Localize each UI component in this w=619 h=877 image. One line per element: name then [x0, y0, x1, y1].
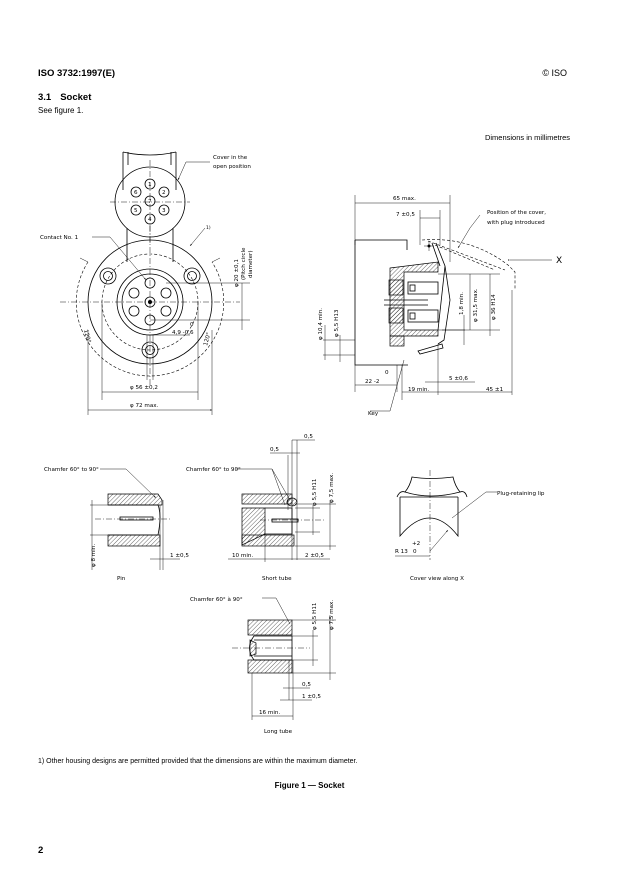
cover-open-label-2: open position [213, 164, 251, 170]
short-tube-caption: Short tube [262, 576, 292, 582]
svg-text:Plug-retaining lip: Plug-retaining lip [497, 491, 545, 497]
svg-text:16 min.: 16 min. [259, 710, 280, 716]
svg-text:with plug introduced: with plug introduced [487, 220, 545, 226]
pin-caption: Pin [117, 576, 126, 582]
svg-text:2: 2 [162, 190, 166, 196]
svg-text:φ 10,4 min.: φ 10,4 min. [318, 308, 324, 340]
svg-text:0: 0 [413, 549, 417, 555]
dia-56: φ 56 ±0,2 [130, 385, 158, 391]
pitch-dim: φ 20 ±0,1 [234, 259, 240, 287]
svg-text:120°: 120° [203, 332, 212, 347]
svg-text:22 -2: 22 -2 [365, 379, 379, 385]
svg-text:φ 8 min.: φ 8 min. [91, 544, 97, 567]
svg-text:2 ±0,5: 2 ±0,5 [305, 553, 324, 559]
svg-text:+2: +2 [412, 541, 420, 547]
dimensions-note: Dimensions in millimetres [484, 133, 570, 142]
svg-text:Chamfer 60° to 90°: Chamfer 60° to 90° [44, 467, 99, 473]
svg-text:0,5: 0,5 [304, 434, 313, 440]
section-title: Socket [60, 92, 92, 103]
front-view: 1 2 3 4 5 6 7 Cover in the open position… [40, 151, 254, 415]
side-view: 65 max. 7 ±0,5 Position of the cover, wi… [318, 195, 562, 417]
cover-view-caption: Cover view along X [410, 576, 464, 582]
svg-text:4: 4 [148, 217, 152, 223]
svg-text:φ 5,5 H11: φ 5,5 H11 [312, 478, 318, 506]
section-number: 3.1 [38, 92, 52, 103]
cover-contacts: 1 2 3 4 5 6 7 [130, 178, 170, 225]
figure-footnote: 1) Other housing designs are permitted p… [38, 758, 358, 765]
svg-text:Position of the cover,: Position of the cover, [487, 210, 546, 216]
contact-no-1-label: Contact No. 1 [40, 235, 79, 241]
svg-text:Chamfer 60° to 90°: Chamfer 60° to 90° [186, 467, 241, 473]
svg-text:0,5: 0,5 [270, 447, 279, 453]
svg-text:1,8 min.: 1,8 min. [459, 292, 465, 315]
long-tube-detail: Chamfer 60° à 90° φ 5,5 H11 φ 7,5 max. 0… [190, 596, 336, 735]
footnote-ref: 1) [206, 225, 211, 231]
svg-text:0: 0 [385, 370, 389, 376]
key-label: Key [368, 411, 379, 417]
svg-text:10 min.: 10 min. [232, 553, 253, 559]
cover-open-label-1: Cover in the [213, 155, 248, 161]
contact-pins [128, 277, 172, 326]
svg-text:0: 0 [190, 322, 194, 328]
svg-text:(Pitch circle: (Pitch circle [241, 247, 247, 280]
svg-text:3: 3 [162, 208, 166, 214]
section-heading: 3.1 Socket [38, 92, 91, 103]
section-body: See figure 1. [38, 106, 84, 115]
svg-text:1: 1 [148, 182, 152, 188]
svg-text:19 min.: 19 min. [408, 387, 429, 393]
view-x-label: X [556, 256, 562, 266]
dia-72: φ 72 max. [130, 403, 159, 409]
svg-text:R 13: R 13 [395, 549, 408, 555]
svg-text:φ 5,5 H11: φ 5,5 H11 [312, 602, 318, 630]
page-number: 2 [38, 845, 44, 856]
svg-text:0,5: 0,5 [302, 682, 311, 688]
svg-text:6: 6 [134, 190, 138, 196]
svg-text:5: 5 [134, 208, 138, 214]
svg-text:diameter): diameter) [248, 250, 254, 278]
svg-text:φ 5,5 H13: φ 5,5 H13 [334, 309, 340, 337]
cover-view-detail: Plug-retaining lip R 13 +2 0 Cover view … [395, 470, 545, 582]
key-width-dim: 4,9 -0,6 [172, 330, 194, 336]
svg-text:φ 31,5 max.: φ 31,5 max. [473, 288, 479, 322]
svg-text:7: 7 [148, 199, 152, 205]
short-tube-detail: 0,5 0,5 Chamfer 60° to 90° φ 5,5 H11 φ 7… [186, 434, 336, 582]
len-65: 65 max. [393, 196, 416, 202]
copyright: © ISO [542, 68, 567, 78]
svg-text:φ 7,5 max.: φ 7,5 max. [329, 473, 335, 503]
svg-text:φ 7,5 max.: φ 7,5 max. [329, 600, 335, 630]
long-tube-caption: Long tube [264, 729, 293, 735]
pin-detail: Chamfer 60° to 90° φ 8 min. 1 ±0,5 Pin [44, 467, 189, 582]
svg-text:Chamfer 60° à 90°: Chamfer 60° à 90° [190, 596, 243, 603]
len-7: 7 ±0,5 [396, 212, 415, 218]
svg-text:5 ±0,6: 5 ±0,6 [449, 376, 468, 382]
svg-text:φ 36 H14: φ 36 H14 [491, 294, 497, 320]
svg-text:1 ±0,5: 1 ±0,5 [170, 553, 189, 559]
figure-caption: Figure 1 — Socket [274, 781, 345, 790]
svg-text:45 ±1: 45 ±1 [486, 387, 504, 393]
svg-text:1 ±0,5: 1 ±0,5 [302, 694, 321, 700]
svg-text:120°: 120° [82, 329, 91, 344]
doc-id: ISO 3732:1997(E) [38, 68, 116, 79]
